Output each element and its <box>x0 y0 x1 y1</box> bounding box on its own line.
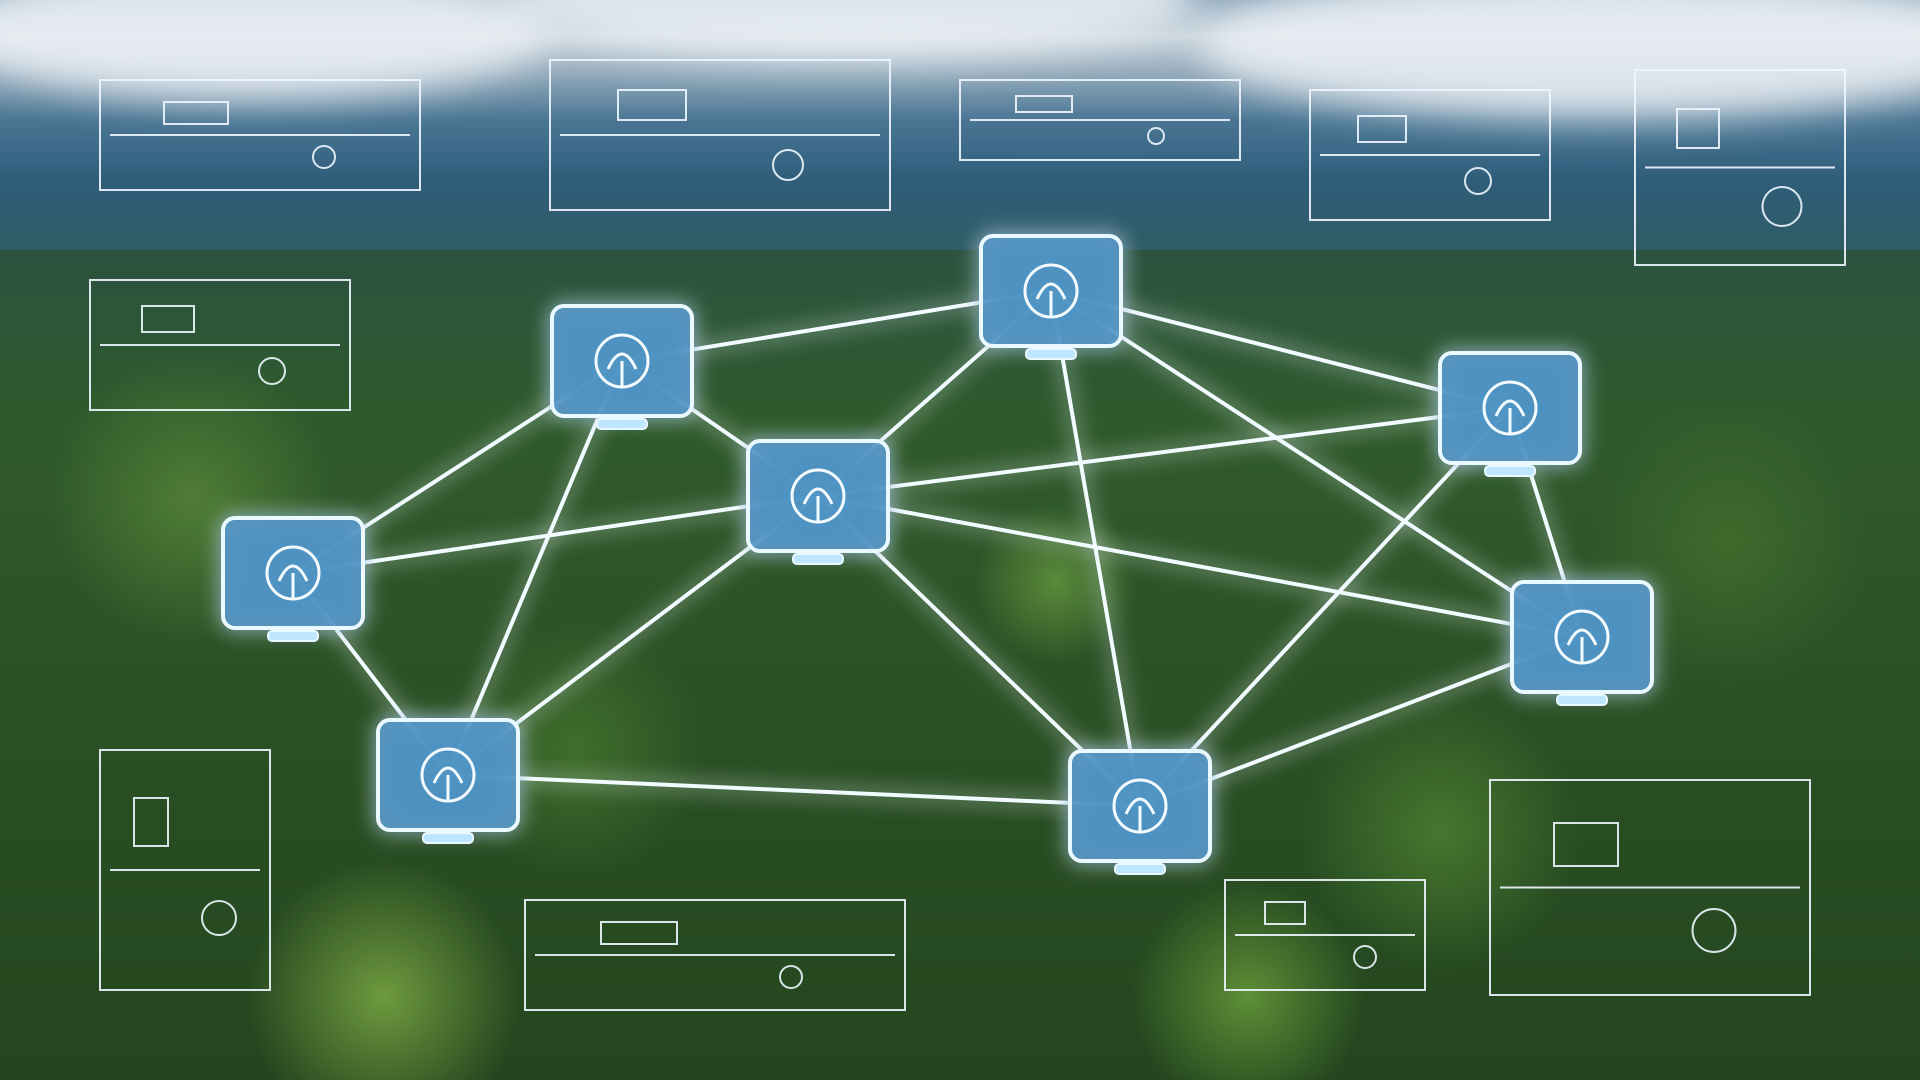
network-link <box>1139 635 1583 808</box>
hands-leaf-icon <box>420 747 476 803</box>
network-link <box>292 494 819 575</box>
network-node-plant <box>1438 351 1582 477</box>
solar-panel-icon <box>1112 778 1168 834</box>
gear-lever-icon <box>594 333 650 389</box>
network-node-cart <box>1510 580 1654 706</box>
blueprint-sketch <box>1309 89 1551 221</box>
blueprint-sketch <box>99 749 271 991</box>
sprout-icon <box>1482 380 1538 436</box>
blueprint-sketch <box>1634 69 1846 266</box>
network-node-turtle <box>221 516 365 642</box>
blueprint-sketch <box>1489 779 1811 996</box>
network-node-hands <box>376 718 520 844</box>
network-node-solar <box>1068 749 1212 875</box>
network-link <box>817 494 1583 639</box>
recycle-icon <box>1023 263 1079 319</box>
network-link <box>446 360 624 776</box>
turtle-icon <box>265 545 321 601</box>
blueprint-sketch <box>89 279 351 411</box>
blueprint-sketch <box>959 79 1241 161</box>
blueprint-sketch <box>524 899 906 1011</box>
network-link <box>1049 289 1584 639</box>
network-link <box>447 773 1141 808</box>
blueprint-sketch <box>549 59 891 211</box>
network-link <box>1050 289 1511 410</box>
network-link <box>1138 406 1512 808</box>
network-node-recycle <box>979 234 1123 360</box>
tree-icon <box>790 468 846 524</box>
network-node-tree <box>746 439 890 565</box>
network-node-gear <box>550 304 694 430</box>
blueprint-sketch <box>99 79 421 191</box>
blueprint-sketch <box>1224 879 1426 991</box>
network-link <box>817 406 1511 498</box>
cart-icon <box>1554 609 1610 665</box>
